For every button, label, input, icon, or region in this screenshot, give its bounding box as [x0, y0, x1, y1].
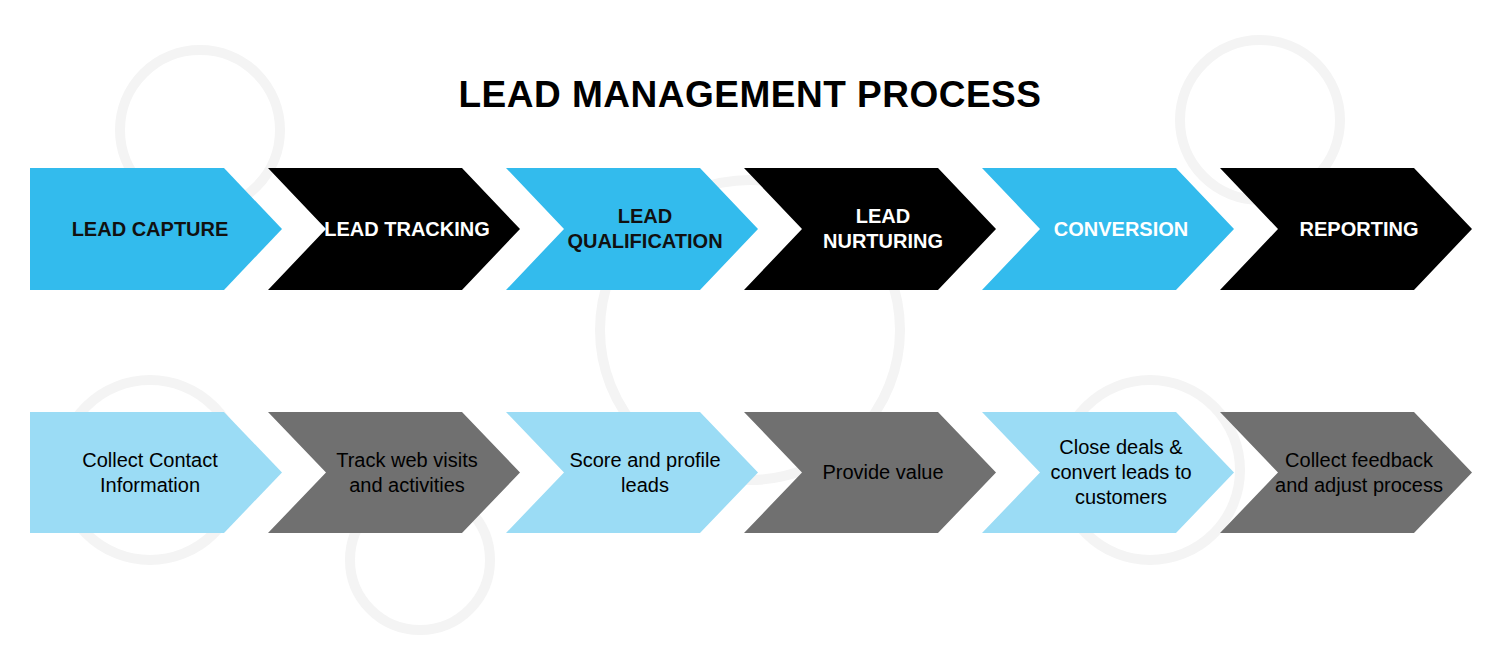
chevron-text-area: Collect Contact Information	[44, 418, 256, 527]
chevron-fill	[506, 168, 758, 290]
chevron-step: CONVERSION	[982, 168, 1234, 290]
step-description: Provide value	[822, 460, 943, 485]
chevron-text-area: Close deals & convert leads to customers	[1034, 418, 1208, 527]
diagram-title: LEAD MANAGEMENT PROCESS	[0, 74, 1500, 116]
chevron-step: LEAD TRACKING	[268, 168, 520, 290]
chevron-shape	[506, 412, 758, 533]
chevron-text-area: Provide value	[796, 418, 970, 527]
step-description: Collect Contact Information	[44, 448, 256, 498]
chevron-shape	[744, 168, 996, 290]
chevron-step: Provide value	[744, 412, 996, 533]
faint-gears	[60, 40, 1340, 630]
chevron-text-area: LEAD TRACKING	[320, 174, 494, 284]
chevron-text-area: CONVERSION	[1034, 174, 1208, 284]
step-description: Close deals & convert leads to customers	[1034, 435, 1208, 510]
chevron-shape	[506, 168, 758, 290]
step-description: Track web visits and activities	[320, 448, 494, 498]
step-heading: LEAD CAPTURE	[72, 217, 229, 242]
step-heading: LEAD QUALIFICATION	[558, 204, 732, 254]
chevron-fill	[506, 412, 758, 533]
chevron-text-area: Collect feedback and adjust process	[1272, 418, 1446, 527]
chevron-fill	[982, 168, 1234, 290]
chevron-step: REPORTING	[1220, 168, 1472, 290]
chevron-shape	[1220, 412, 1472, 533]
chevron-step: LEAD CAPTURE	[30, 168, 282, 290]
chevron-text-area: LEAD NURTURING	[796, 174, 970, 284]
chevron-step: Close deals & convert leads to customers	[982, 412, 1234, 533]
chevron-fill	[1220, 412, 1472, 533]
chevron-fill	[268, 168, 520, 290]
chevron-fill	[268, 412, 520, 533]
chevron-text-area: LEAD QUALIFICATION	[558, 174, 732, 284]
step-heading: LEAD TRACKING	[324, 217, 490, 242]
chevron-text-area: LEAD CAPTURE	[44, 174, 256, 284]
chevron-shape	[30, 412, 282, 533]
chevron-step: LEAD QUALIFICATION	[506, 168, 758, 290]
chevron-fill	[30, 168, 282, 290]
step-heading: REPORTING	[1300, 217, 1419, 242]
chevron-step: Collect Contact Information	[30, 412, 282, 533]
chevron-step: Track web visits and activities	[268, 412, 520, 533]
chevron-text-area: Score and profile leads	[558, 418, 732, 527]
chevron-fill	[982, 412, 1234, 533]
step-description: Collect feedback and adjust process	[1272, 448, 1446, 498]
chevron-step: Score and profile leads	[506, 412, 758, 533]
step-heading: LEAD NURTURING	[796, 204, 970, 254]
chevron-text-area: REPORTING	[1272, 174, 1446, 284]
chevron-step: LEAD NURTURING	[744, 168, 996, 290]
step-heading: CONVERSION	[1054, 217, 1188, 242]
chevron-fill	[30, 412, 282, 533]
chevron-step: Collect feedback and adjust process	[1220, 412, 1472, 533]
chevron-fill	[1220, 168, 1472, 290]
chevron-shape	[268, 412, 520, 533]
step-description: Score and profile leads	[558, 448, 732, 498]
chevron-fill	[744, 168, 996, 290]
chevron-text-area: Track web visits and activities	[320, 418, 494, 527]
chevron-fill	[744, 412, 996, 533]
